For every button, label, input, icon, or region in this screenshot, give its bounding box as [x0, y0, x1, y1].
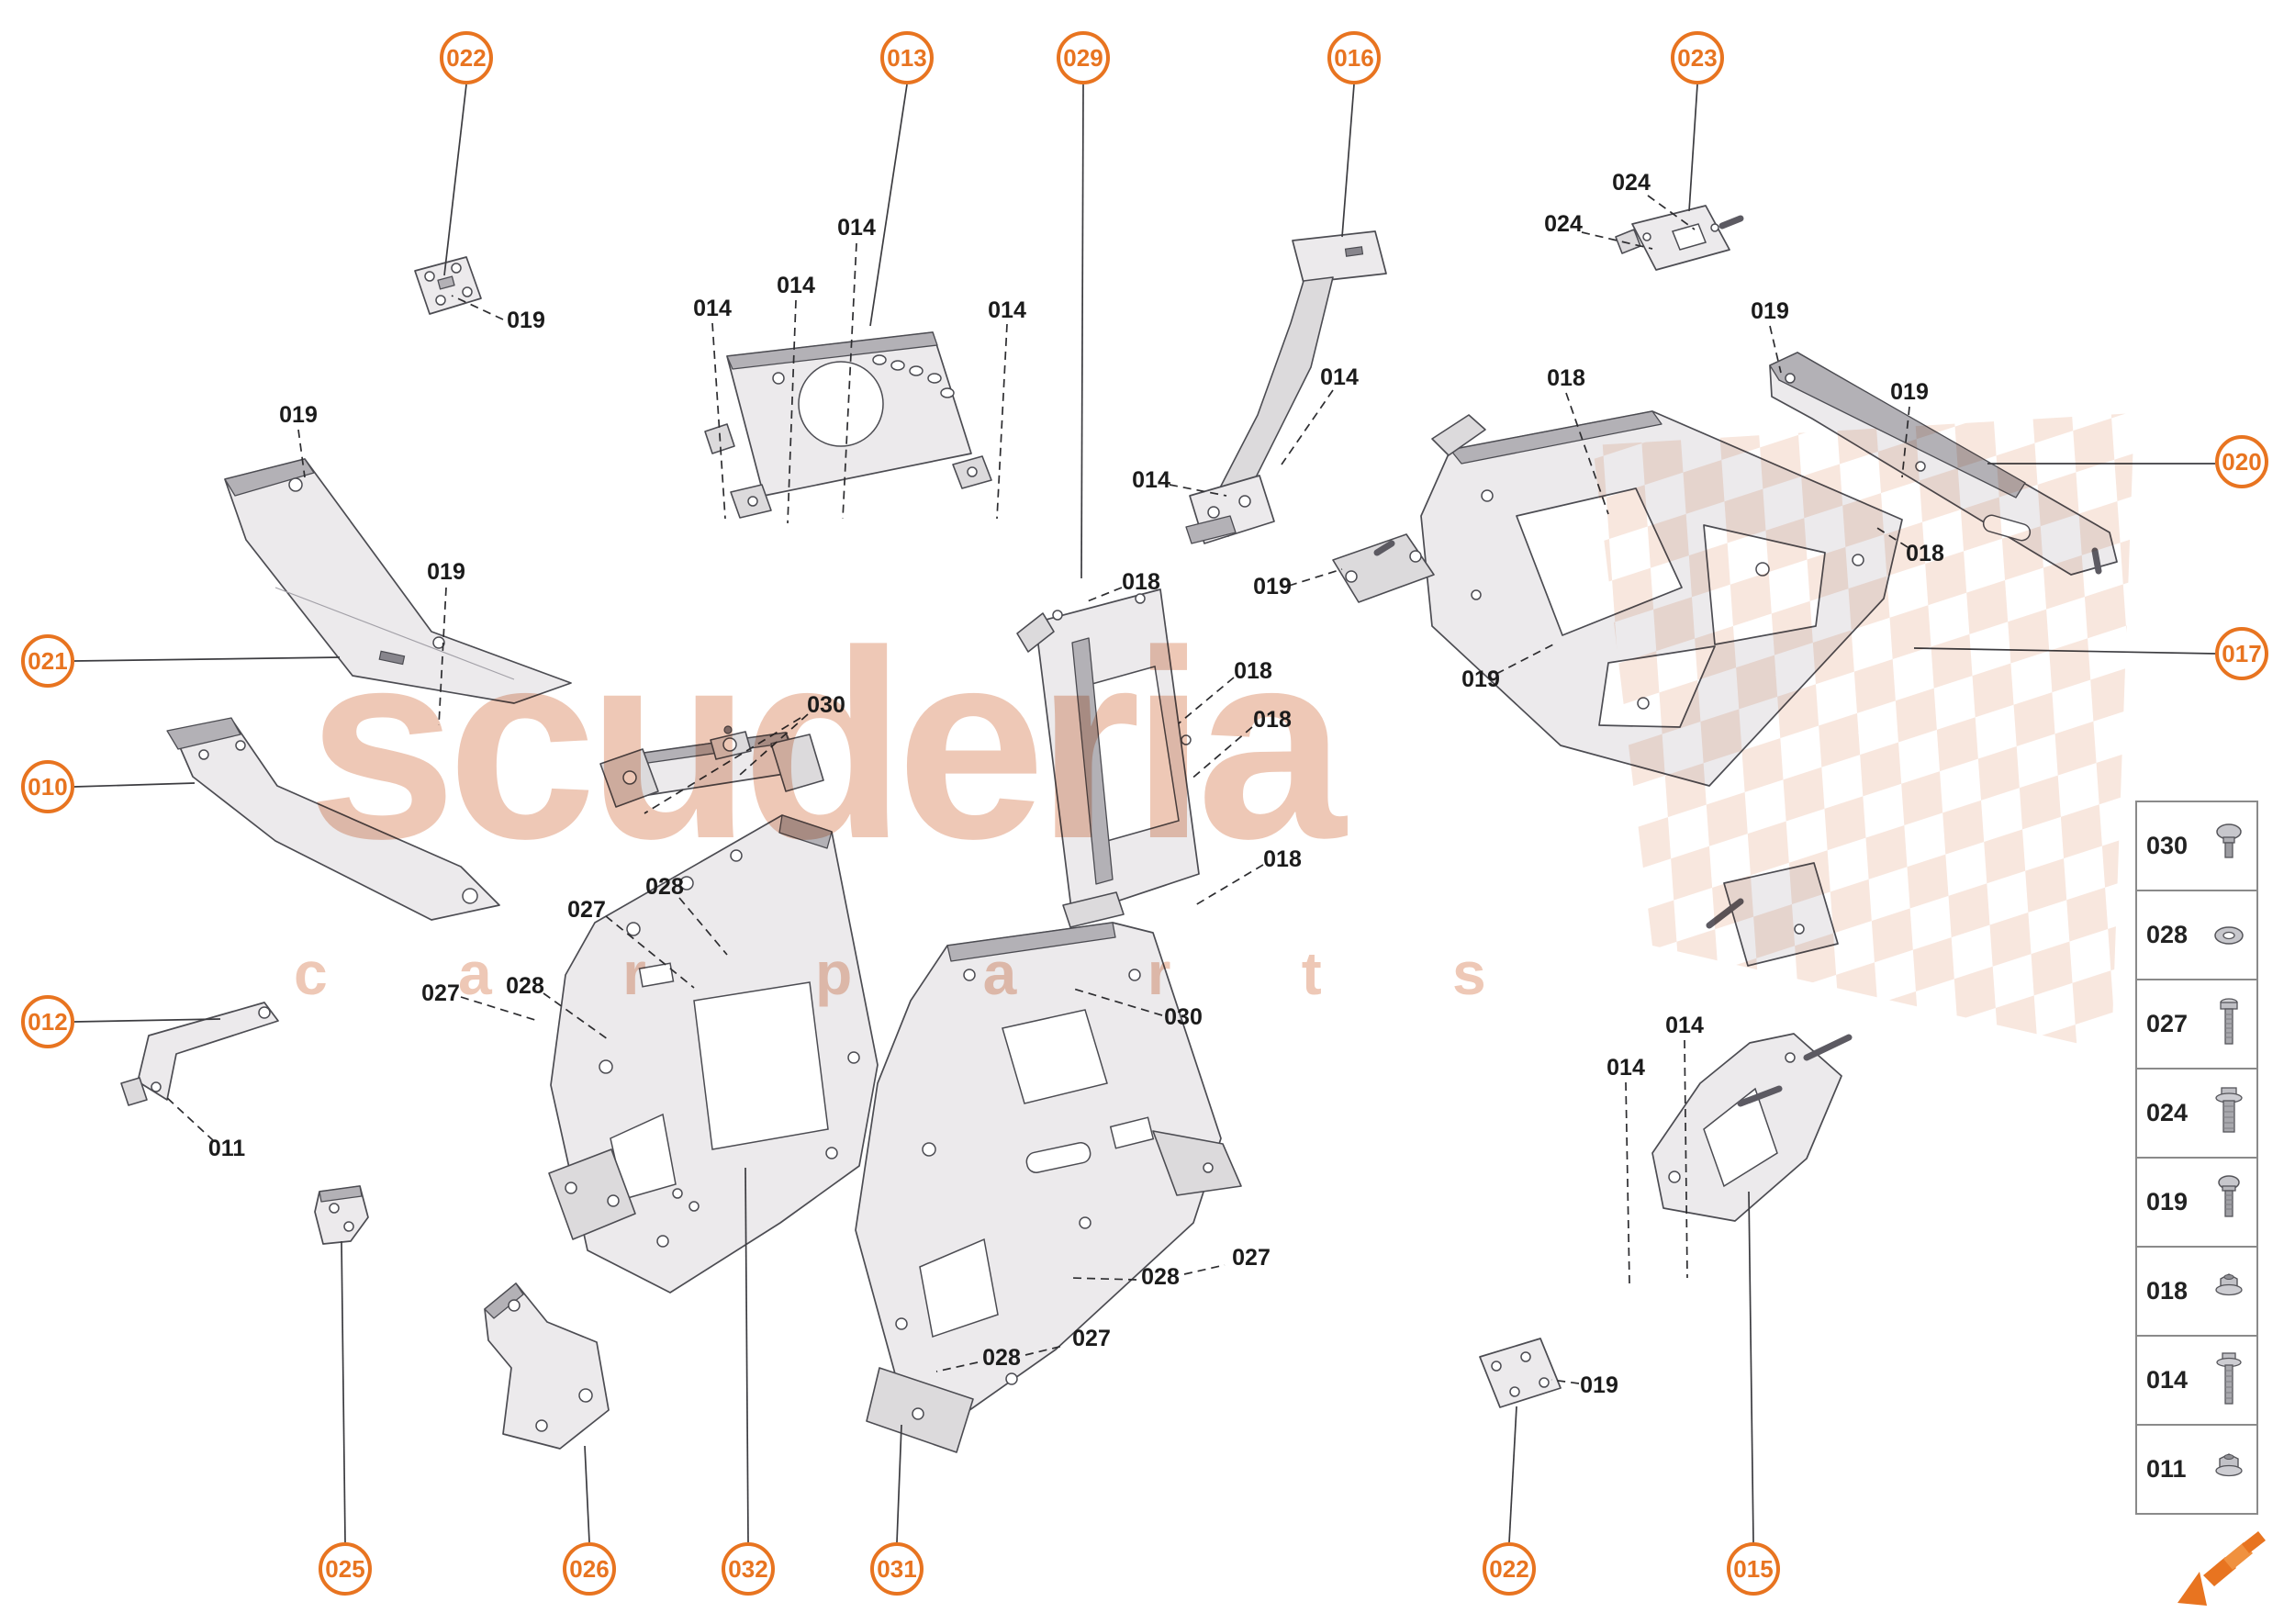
callout-017[interactable]: 017 — [2215, 627, 2268, 680]
callout-032[interactable]: 032 — [722, 1542, 775, 1596]
legend-row-028[interactable]: 028 — [2137, 891, 2256, 980]
flange-bolt-icon — [2211, 1081, 2247, 1147]
part-021-drawing — [224, 458, 572, 704]
legend-row-024[interactable]: 024 — [2137, 1070, 2256, 1159]
part-label: 028 — [1141, 1264, 1180, 1290]
flange-nut-icon — [2211, 1437, 2247, 1503]
part-025-drawing — [314, 1185, 369, 1245]
callout-029[interactable]: 029 — [1057, 31, 1110, 84]
part-010-drawing — [166, 717, 500, 921]
part-026-drawing — [484, 1282, 610, 1450]
part-label: 019 — [1890, 379, 1929, 405]
part-label: 019 — [427, 559, 465, 585]
part-022-top-drawing — [414, 256, 482, 315]
part-032-drawing — [548, 814, 879, 1294]
callout-015[interactable]: 015 — [1727, 1542, 1780, 1596]
legend-table: 030 028 027 — [2135, 801, 2258, 1515]
part-029-drawing — [1016, 588, 1200, 928]
part-label: 014 — [1665, 1013, 1704, 1038]
part-label: 018 — [1906, 541, 1944, 566]
part-label: 014 — [1320, 364, 1359, 390]
part-label: 027 — [567, 897, 606, 923]
part-label: 027 — [1232, 1245, 1271, 1271]
part-030-drawing — [599, 725, 824, 808]
callout-022-top[interactable]: 022 — [440, 31, 493, 84]
part-label: 027 — [421, 980, 460, 1006]
legend-part-number: 030 — [2146, 832, 2189, 859]
legend-part-number: 024 — [2146, 1099, 2189, 1126]
part-label: 027 — [1072, 1326, 1111, 1351]
part-label: 014 — [1606, 1055, 1645, 1081]
callout-025[interactable]: 025 — [319, 1542, 372, 1596]
legend-part-number: 014 — [2146, 1366, 2189, 1394]
brand-arrows-logo-icon — [2177, 1531, 2266, 1606]
part-label: 018 — [1234, 658, 1272, 684]
part-label: 019 — [1253, 574, 1292, 599]
part-label: 018 — [1263, 846, 1302, 872]
legend-part-number: 018 — [2146, 1277, 2189, 1305]
washer-icon — [2211, 902, 2247, 969]
part-016-drawing — [1185, 230, 1387, 544]
callout-012[interactable]: 012 — [21, 995, 74, 1048]
flange-nut-icon — [2211, 1259, 2247, 1325]
legend-row-014[interactable]: 014 — [2137, 1337, 2256, 1426]
part-label: 014 — [693, 296, 732, 321]
pan-head-screw-icon — [2211, 1170, 2247, 1236]
dashed-connector-lines — [164, 195, 1910, 1384]
part-label: 028 — [982, 1345, 1021, 1371]
callout-022-bottom[interactable]: 022 — [1483, 1542, 1536, 1596]
part-022-bottom-drawing — [1479, 1338, 1562, 1408]
callout-010[interactable]: 010 — [21, 760, 74, 813]
part-label: 028 — [645, 874, 684, 900]
callout-021[interactable]: 021 — [21, 634, 74, 688]
legend-row-030[interactable]: 030 — [2137, 802, 2256, 891]
legend-part-number: 028 — [2146, 921, 2189, 948]
legend-part-number: 027 — [2146, 1010, 2189, 1037]
callout-026[interactable]: 026 — [563, 1542, 616, 1596]
part-label: 028 — [506, 973, 544, 999]
part-label: 030 — [807, 692, 845, 718]
button-head-screw-icon — [2211, 813, 2247, 879]
part-label: 014 — [988, 297, 1026, 323]
part-label: 019 — [1461, 666, 1500, 692]
part-label: 011 — [207, 1136, 246, 1161]
part-label: 019 — [507, 308, 545, 333]
part-label: 024 — [1544, 211, 1583, 237]
hex-bolt-icon — [2211, 991, 2247, 1058]
part-013-drawing — [704, 331, 992, 519]
part-label: 018 — [1547, 365, 1585, 391]
legend-row-018[interactable]: 018 — [2137, 1248, 2256, 1337]
part-label: 019 — [279, 402, 318, 428]
callout-013[interactable]: 013 — [880, 31, 934, 84]
part-label: 014 — [837, 215, 876, 241]
part-label: 014 — [777, 273, 815, 298]
part-023-drawing — [1615, 205, 1744, 271]
part-label: 024 — [1612, 170, 1651, 196]
callout-016[interactable]: 016 — [1327, 31, 1381, 84]
legend-row-019[interactable]: 019 — [2137, 1159, 2256, 1248]
legend-part-number: 011 — [2146, 1455, 2187, 1483]
part-031-drawing — [855, 922, 1242, 1453]
part-label: 018 — [1122, 569, 1160, 595]
callout-023[interactable]: 023 — [1671, 31, 1724, 84]
part-label: 019 — [1751, 298, 1789, 324]
part-label: 014 — [1132, 467, 1170, 493]
legend-row-027[interactable]: 027 — [2137, 980, 2256, 1070]
callout-031[interactable]: 031 — [870, 1542, 924, 1596]
callout-020[interactable]: 020 — [2215, 435, 2268, 488]
hex-flange-bolt-icon — [2211, 1348, 2247, 1414]
part-label: 018 — [1253, 707, 1292, 733]
legend-row-011[interactable]: 011 — [2137, 1426, 2256, 1513]
part-label: 019 — [1580, 1372, 1618, 1398]
part-012-drawing — [120, 1002, 279, 1106]
part-label: 030 — [1164, 1004, 1203, 1030]
legend-part-number: 019 — [2146, 1188, 2189, 1215]
